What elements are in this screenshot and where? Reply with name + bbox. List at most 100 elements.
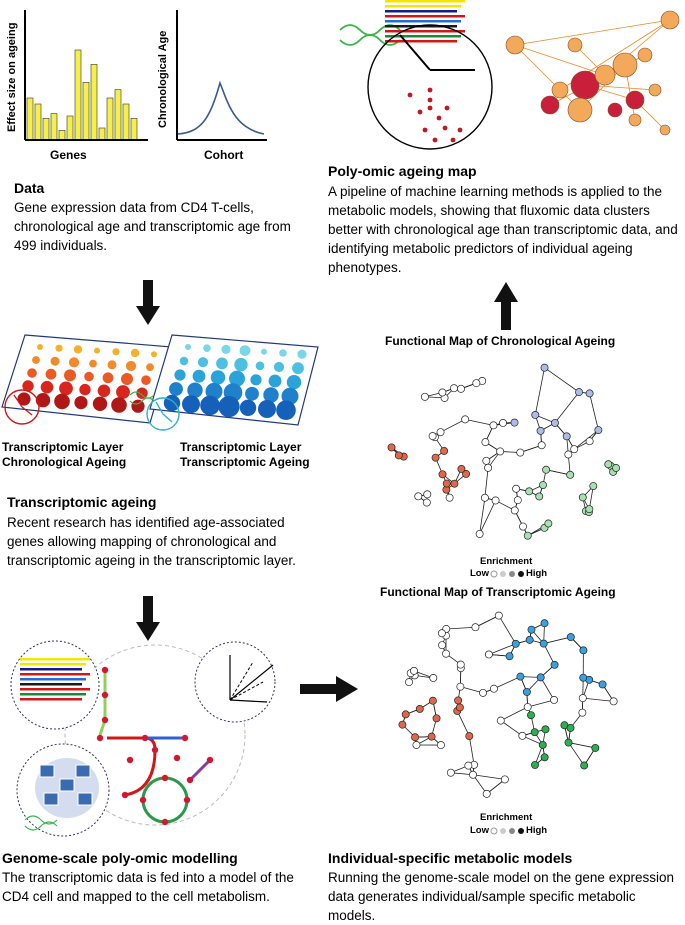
network-node — [424, 491, 431, 498]
network-node — [552, 82, 568, 98]
network-node — [430, 674, 437, 681]
clock-node — [418, 110, 423, 115]
network-node — [531, 729, 538, 736]
gel-band — [385, 30, 465, 33]
network-edge — [465, 419, 493, 425]
layer-dot — [200, 396, 220, 416]
network-edge — [515, 45, 605, 75]
network-node — [580, 674, 587, 681]
network-node — [182, 735, 188, 741]
layer-dot — [89, 360, 97, 368]
network-node — [482, 439, 489, 446]
layer1-label: Transcriptomic Layer Chronological Agein… — [2, 440, 126, 470]
cell-icon — [76, 765, 90, 777]
network-node — [605, 461, 612, 468]
up-arrow-icon — [494, 282, 518, 330]
network-node — [495, 612, 502, 619]
network-node — [429, 432, 436, 439]
network-edge — [590, 393, 599, 430]
right-arrow-icon — [300, 676, 360, 702]
network-node — [437, 741, 444, 748]
gel-band — [20, 698, 82, 701]
clock-node — [408, 93, 413, 98]
curve-chart — [172, 8, 272, 143]
layer-dot — [250, 374, 261, 385]
network-node — [457, 661, 464, 668]
genome-text: The transcriptomic data is fed into a mo… — [2, 868, 302, 906]
network-node — [551, 661, 558, 668]
network-node — [537, 427, 544, 434]
layer-dot — [55, 345, 62, 352]
bar — [131, 118, 137, 140]
bar — [51, 114, 57, 140]
network-node — [490, 685, 497, 692]
enrichment-legend-title: Enrichment — [480, 556, 532, 567]
layer-dot — [218, 396, 239, 417]
network-node — [405, 679, 412, 686]
gel-band — [20, 683, 82, 686]
network-node — [551, 419, 558, 426]
layer-dot — [221, 345, 230, 354]
network-node — [565, 739, 572, 746]
network-node — [102, 667, 108, 673]
layer-dot — [174, 369, 185, 380]
layer-dot — [180, 357, 189, 366]
layer-dot — [279, 349, 287, 357]
network-node — [187, 777, 193, 783]
network-edge — [569, 743, 596, 748]
gel-band — [20, 678, 86, 681]
genome-scale-illustration — [5, 640, 295, 840]
network-node — [531, 761, 538, 768]
network-node — [388, 444, 395, 451]
layer-dot — [103, 372, 114, 383]
network-edge — [446, 627, 475, 629]
network-edge — [569, 743, 585, 766]
cell-icon — [60, 779, 74, 791]
layer-dot — [108, 360, 117, 369]
network-node — [579, 709, 586, 716]
gel-band — [20, 673, 90, 676]
enrichment-legend-title-2: Enrichment — [480, 812, 532, 823]
network-node — [537, 674, 544, 681]
layer-dot — [74, 396, 87, 409]
layer-dot — [79, 384, 90, 395]
network-node — [592, 744, 599, 751]
network-edge — [485, 468, 488, 498]
network-node — [499, 419, 506, 426]
layer-dot — [240, 400, 256, 416]
layer-dot — [84, 372, 94, 382]
network-node — [472, 624, 479, 631]
network-node — [590, 482, 597, 489]
bar — [115, 90, 121, 140]
network-node — [541, 364, 548, 371]
network-node — [152, 747, 158, 753]
clock-node — [437, 116, 442, 121]
network-node — [586, 390, 593, 397]
layer-dot — [64, 369, 76, 381]
network-node — [568, 98, 592, 122]
network-node — [483, 457, 490, 464]
network-node — [465, 762, 472, 769]
network-node — [610, 698, 617, 705]
genome-title: Genome-scale poly-omic modelling — [2, 850, 238, 866]
network-node — [450, 385, 457, 392]
network-edge — [457, 711, 469, 736]
layer-dot — [94, 348, 100, 354]
cell-icon — [40, 765, 54, 777]
legend-high-label: High — [526, 568, 547, 579]
down-arrow-icon — [136, 596, 160, 642]
network-node — [410, 667, 417, 674]
network-node — [524, 703, 531, 710]
network-node — [476, 530, 483, 537]
network-edge — [469, 736, 474, 765]
clock-node — [428, 88, 433, 93]
gel-band — [385, 15, 465, 18]
down-arrow-icon — [136, 280, 160, 326]
bar — [83, 82, 89, 140]
network-node — [586, 506, 593, 513]
network-node — [541, 96, 559, 114]
polyomic-text: A pipeline of machine learning methods i… — [328, 182, 680, 277]
network-node — [501, 776, 508, 783]
layer-dot — [211, 370, 225, 384]
network-node — [595, 65, 615, 85]
